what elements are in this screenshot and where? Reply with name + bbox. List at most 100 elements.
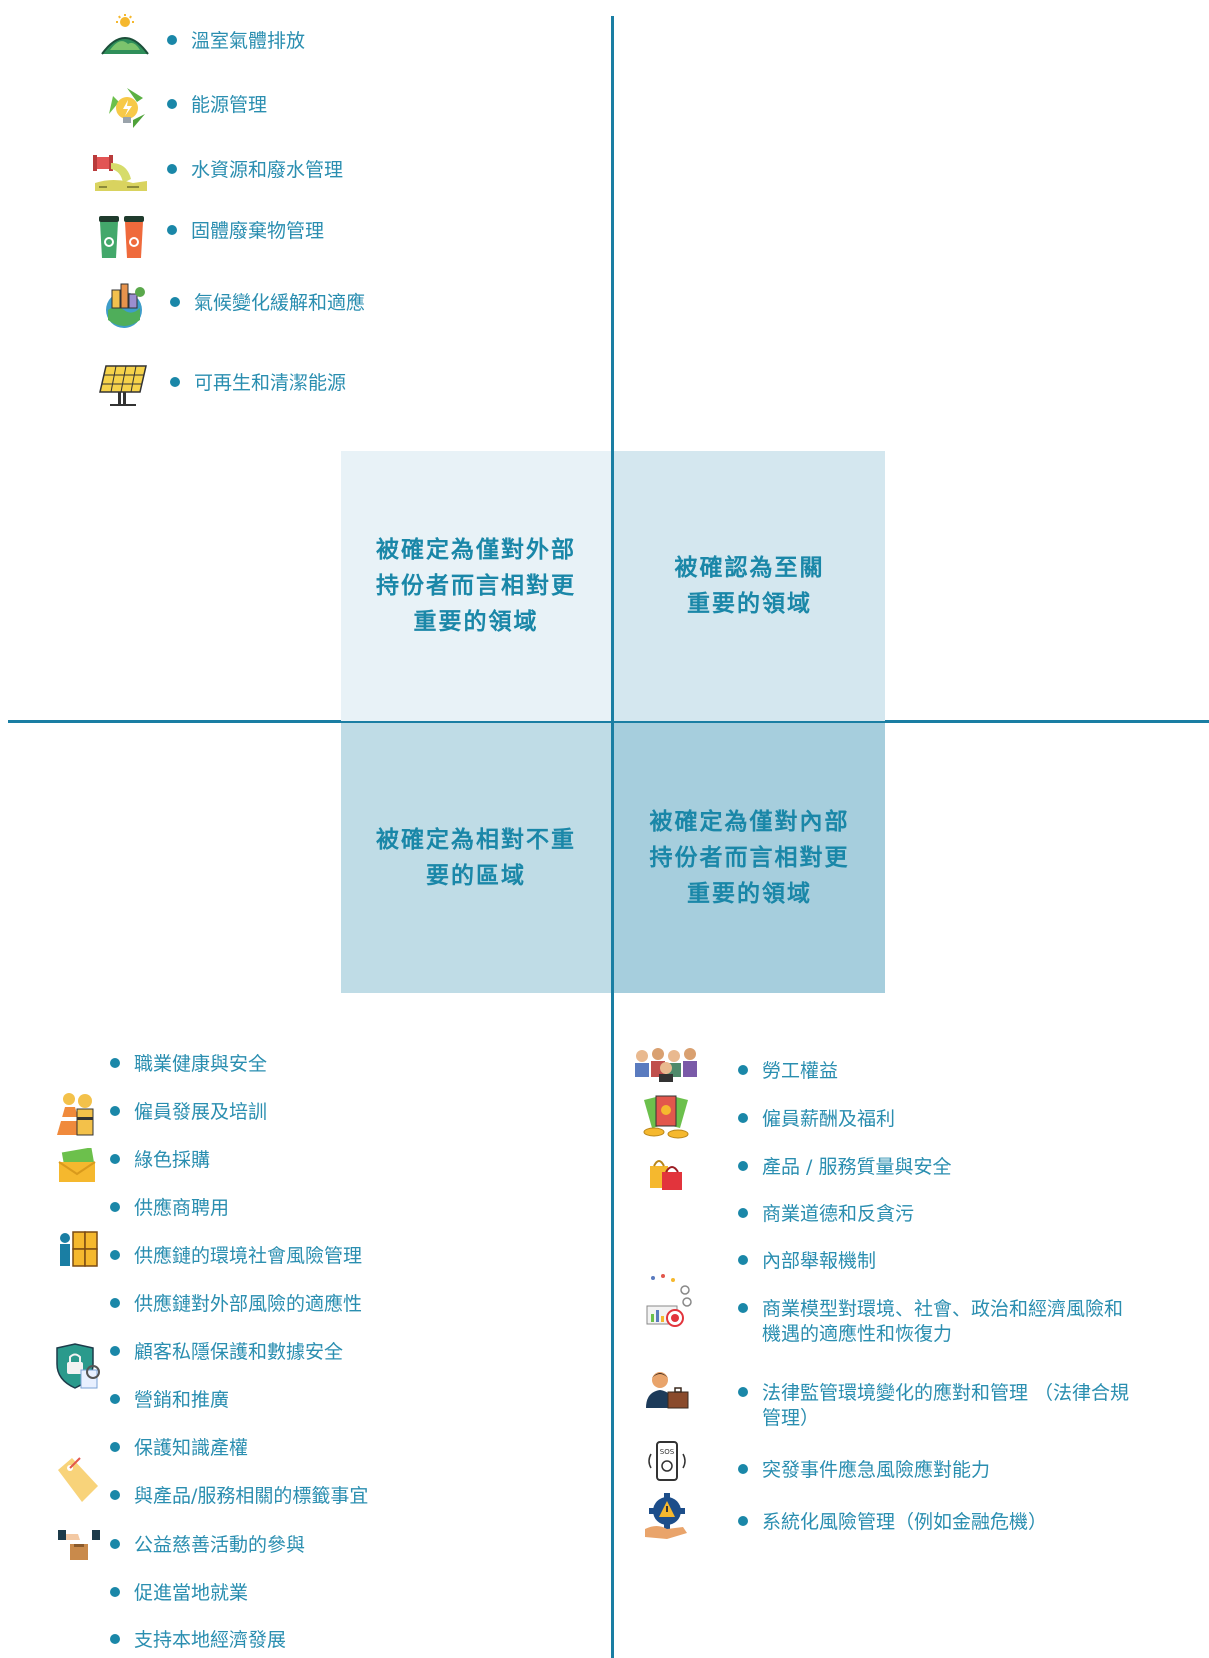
list-item: 商業模型對環境、社會、政治和經濟風險和機遇的適應性和恢復力 <box>738 1297 1132 1347</box>
list-item: 綠色採購 <box>110 1148 210 1173</box>
bullet-dot <box>738 1387 748 1397</box>
bullet-dot <box>110 1106 120 1116</box>
city-globe-icon <box>106 283 145 328</box>
list-item: 公益慈善活動的參與 <box>110 1533 305 1558</box>
list-item: 水資源和廢水管理 <box>167 158 343 183</box>
wastewater-pipe-icon <box>93 155 147 191</box>
list-item: 可再生和清潔能源 <box>170 371 346 396</box>
bullet-dot <box>110 1058 120 1068</box>
item-label: 固體廢棄物管理 <box>191 220 325 242</box>
quadrant-external-important: 被確定為僅對外部持份者而言相對更重要的領域 <box>341 451 611 721</box>
lawyer-icon <box>646 1372 689 1409</box>
shopping-bags-icon <box>650 1160 682 1190</box>
charity-box-icon <box>58 1530 100 1560</box>
item-label: 公益慈善活動的參與 <box>134 1534 306 1556</box>
item-label: 法律監管環境變化的應對和管理 （法律合規管理） <box>762 1382 1130 1429</box>
business-model-icon <box>646 1274 692 1327</box>
sos-phone-icon: SOS <box>648 1441 686 1481</box>
item-label: 供應鏈對外部風險的適應性 <box>134 1293 363 1315</box>
bullet-dot <box>167 164 177 174</box>
construction-workers-icon <box>57 1093 94 1136</box>
list-item: 勞工權益 <box>738 1059 838 1084</box>
item-label: 支持本地經濟發展 <box>134 1629 287 1651</box>
bullet-dot <box>738 1065 748 1075</box>
list-item: 法律監管環境變化的應對和管理 （法律合規管理） <box>738 1381 1132 1431</box>
list-item: 顧客私隱保護和數據安全 <box>110 1340 343 1365</box>
bullet-dot <box>110 1154 120 1164</box>
bullet-dot <box>738 1516 748 1526</box>
list-item: 供應鏈對外部風險的適應性 <box>110 1292 362 1317</box>
list-item: 職業健康與安全 <box>110 1052 267 1077</box>
list-item: 僱員薪酬及福利 <box>738 1107 895 1132</box>
quadrant-unimportant: 被確定為相對不重要的區域 <box>341 723 611 993</box>
item-label: 供應商聘用 <box>134 1197 230 1219</box>
item-label: 系統化風險管理（例如金融危機） <box>762 1511 1048 1533</box>
item-label: 產品 / 服務質量與安全 <box>762 1156 952 1178</box>
item-label: 綠色採購 <box>134 1149 211 1171</box>
employees-group-icon <box>635 1048 697 1082</box>
quadrant-critical: 被確認為至關重要的領域 <box>614 451 885 721</box>
bullet-dot <box>110 1346 120 1356</box>
bullet-dot <box>738 1113 748 1123</box>
bullet-dot <box>738 1208 748 1218</box>
list-item: 促進當地就業 <box>110 1581 248 1606</box>
solar-panel-icon <box>99 365 147 406</box>
bullet-dot <box>110 1202 120 1212</box>
bullet-dot <box>110 1298 120 1308</box>
item-label: 顧客私隱保護和數據安全 <box>134 1341 344 1363</box>
svg-text:SOS: SOS <box>660 1448 675 1456</box>
bullet-dot <box>110 1539 120 1549</box>
item-label: 僱員薪酬及福利 <box>762 1108 896 1130</box>
item-label: 溫室氣體排放 <box>191 30 306 52</box>
list-item: 營銷和推廣 <box>110 1388 229 1413</box>
list-item: 產品 / 服務質量與安全 <box>738 1155 951 1180</box>
bullet-dot <box>738 1161 748 1171</box>
list-item: 內部舉報機制 <box>738 1249 876 1274</box>
item-label: 能源管理 <box>191 94 268 116</box>
earth-sun-icon <box>101 14 149 55</box>
item-label: 商業模型對環境、社會、政治和經濟風險和機遇的適應性和恢復力 <box>762 1298 1124 1345</box>
item-label: 可再生和清潔能源 <box>194 372 347 394</box>
item-label: 促進當地就業 <box>134 1582 249 1604</box>
risk-gear-icon <box>645 1493 687 1539</box>
privacy-shield-icon <box>56 1343 100 1389</box>
bullet-dot <box>110 1394 120 1404</box>
list-item: 固體廢棄物管理 <box>167 219 324 244</box>
list-item: 供應鏈的環境社會風險管理 <box>110 1244 362 1269</box>
bullet-dot <box>738 1303 748 1313</box>
item-label: 氣候變化緩解和適應 <box>194 292 366 314</box>
list-item: 供應商聘用 <box>110 1196 229 1221</box>
bullet-dot <box>167 99 177 109</box>
bullet-dot <box>110 1250 120 1260</box>
list-item: 商業道德和反貪污 <box>738 1202 914 1227</box>
item-label: 供應鏈的環境社會風險管理 <box>134 1245 363 1267</box>
item-label: 勞工權益 <box>762 1060 839 1082</box>
vertical-axis <box>611 16 614 1658</box>
price-tag-icon <box>58 1457 98 1502</box>
list-item: 與產品/服務相關的標籤事宜 <box>110 1484 368 1509</box>
list-item: 保護知識產權 <box>110 1436 248 1461</box>
horizontal-axis <box>8 720 1209 723</box>
quadrant-label-top-right: 被確認為至關重要的領域 <box>674 555 825 617</box>
list-item: 系統化風險管理（例如金融危機） <box>738 1510 1047 1535</box>
bullet-dot <box>167 35 177 45</box>
item-label: 保護知識產權 <box>134 1437 249 1459</box>
bullet-dot <box>110 1490 120 1500</box>
salary-coins-icon <box>643 1095 689 1139</box>
quadrant-internal-important: 被確定為僅對內部持份者而言相對更重要的領域 <box>614 723 885 993</box>
bullet-dot <box>110 1442 120 1452</box>
bullet-dot <box>170 297 180 307</box>
recycling-bins-icon <box>99 216 144 258</box>
item-label: 水資源和廢水管理 <box>191 159 344 181</box>
bullet-dot <box>110 1587 120 1597</box>
bullet-dot <box>738 1255 748 1265</box>
item-label: 與產品/服務相關的標籤事宜 <box>134 1485 369 1507</box>
item-label: 突發事件應急風險應對能力 <box>762 1459 991 1481</box>
item-label: 商業道德和反貪污 <box>762 1203 915 1225</box>
bullet-dot <box>110 1634 120 1644</box>
quadrant-label-bottom-left: 被確定為相對不重要的區域 <box>376 827 576 889</box>
list-item: 支持本地經濟發展 <box>110 1628 286 1653</box>
bullet-dot <box>167 225 177 235</box>
list-item: 能源管理 <box>167 93 267 118</box>
energy-recycle-icon <box>109 88 145 128</box>
